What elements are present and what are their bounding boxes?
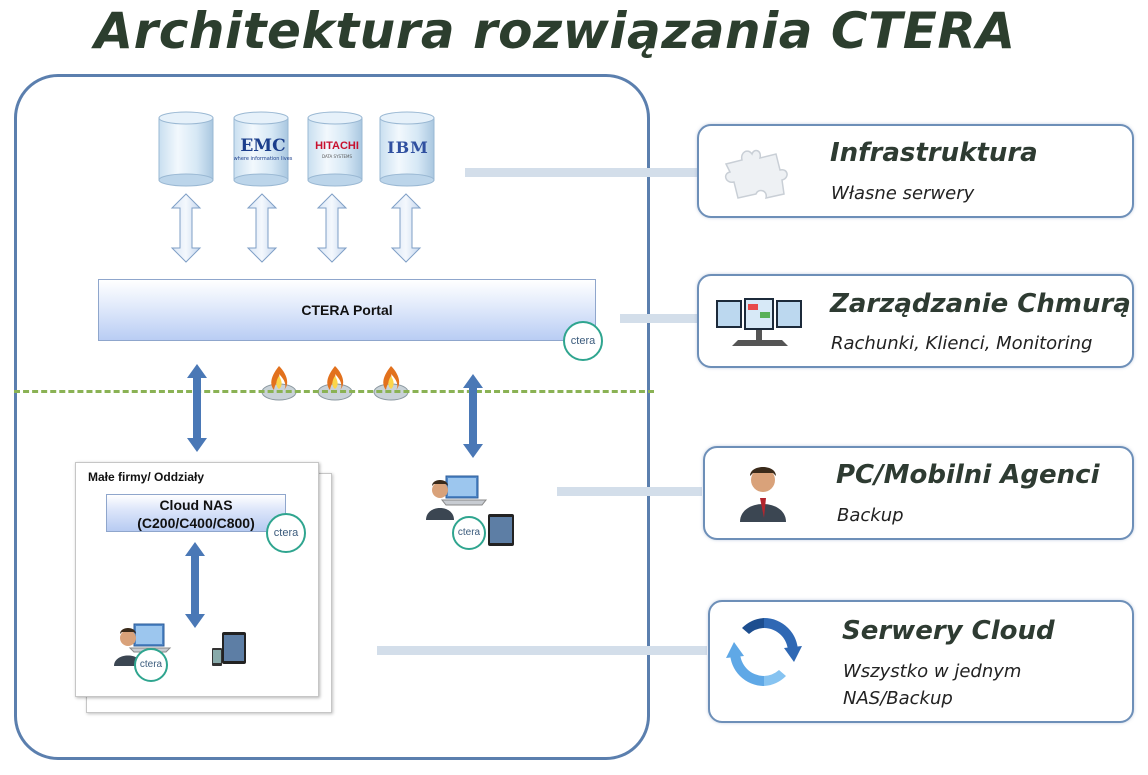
block-arrow-4	[390, 193, 422, 263]
agent-tablet-icon	[488, 514, 514, 546]
architecture-frame	[14, 74, 650, 760]
monitor-icon	[716, 298, 802, 346]
firewall-icon	[317, 366, 353, 401]
card-title-agenci: PC/Mobilni Agenci	[836, 460, 1100, 490]
ctera-badge-icon: ctera	[452, 516, 486, 550]
double-arrow-portal-agent	[463, 374, 483, 458]
block-arrow-2	[246, 193, 278, 263]
puzzle-icon	[724, 149, 788, 199]
double-arrow-portal-branch	[187, 364, 207, 452]
branch-panel-label: Małe firmy/ Oddziały	[88, 470, 205, 484]
card-title-zarzadzanie: Zarządzanie Chmurą	[830, 289, 1131, 319]
hitachi-tagline: DATA SYSTEMS	[321, 154, 353, 159]
block-arrow-1	[170, 193, 202, 263]
storage-portal-arrows	[170, 193, 422, 263]
card-title-serwery: Serwery Cloud	[842, 616, 1055, 646]
ctera-badge-icon: ctera	[134, 648, 168, 682]
connector-serwery	[377, 646, 707, 655]
page-title: Architektura rozwiązania CTERA	[94, 2, 1016, 60]
emc-tagline: where information lives	[233, 156, 293, 162]
connector-agenci	[557, 487, 702, 496]
card-subtitle-serwery-1: Wszystko w jednym	[843, 661, 1022, 682]
hitachi-logo: HITACHI	[315, 140, 359, 152]
firewall-icon	[261, 366, 297, 401]
network-boundary-line	[14, 390, 654, 393]
card-agenci	[703, 446, 1134, 540]
card-subtitle-agenci: Backup	[837, 505, 904, 526]
block-arrow-3	[316, 193, 348, 263]
cloud-nas-models: (C200/C400/C800)	[137, 515, 255, 531]
cylinder-generic-icon	[158, 111, 214, 187]
ctera-portal-box: CTERA Portal	[98, 279, 596, 341]
card-subtitle-zarzadzanie: Rachunki, Klienci, Monitoring	[831, 333, 1093, 354]
double-arrow-nas-client	[185, 542, 205, 628]
cloud-nas-title: Cloud NAS	[159, 497, 233, 513]
card-subtitle-infrastruktura: Własne serwery	[831, 183, 975, 204]
firewall-icons	[261, 366, 409, 401]
ibm-logo: IBM	[387, 138, 429, 157]
branch-tablet-phone-icon	[212, 632, 246, 666]
cylinder-hitachi-icon	[307, 111, 363, 187]
card-subtitle-serwery-2: NAS/Backup	[843, 688, 953, 709]
ctera-badge-icon: ctera	[266, 513, 306, 553]
sync-icon	[726, 618, 802, 686]
connector-infrastruktura	[465, 168, 697, 177]
ctera-badge-icon: ctera	[563, 321, 603, 361]
cylinder-emc-icon	[233, 111, 289, 187]
cylinder-ibm-icon	[379, 111, 435, 187]
user-icon	[740, 467, 786, 522]
firewall-icon	[373, 366, 409, 401]
card-serwery	[708, 600, 1134, 723]
agent-user-laptop-icon	[426, 475, 488, 520]
cloud-nas-box: Cloud NAS (C200/C400/C800)	[106, 494, 286, 532]
storage-cylinders	[158, 111, 435, 187]
card-title-infrastruktura: Infrastruktura	[830, 138, 1038, 168]
emc-logo: EMC	[240, 136, 286, 156]
connector-zarzadzanie	[620, 314, 697, 323]
